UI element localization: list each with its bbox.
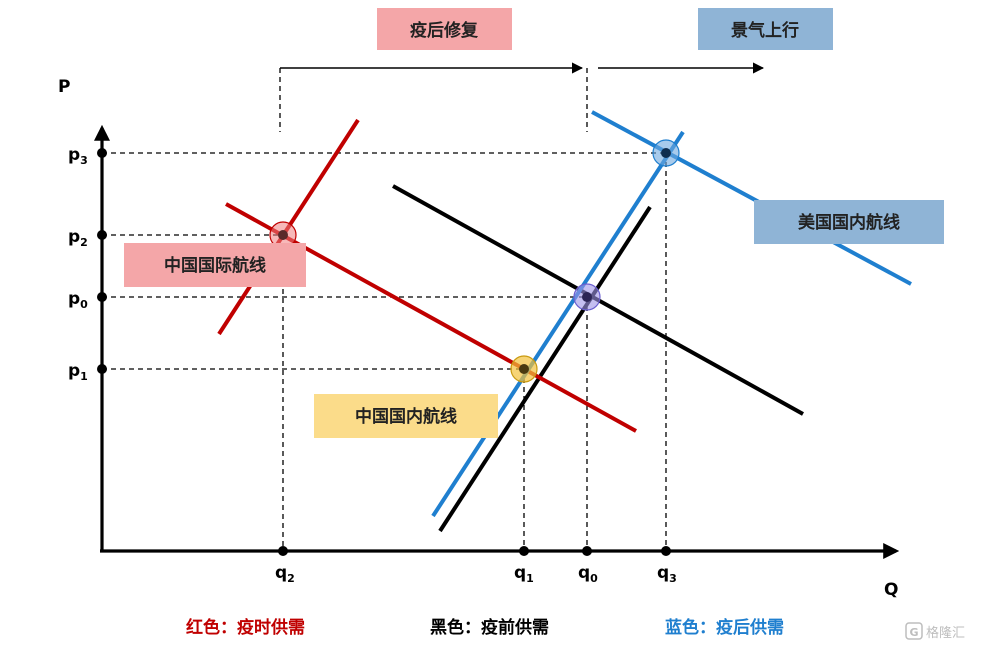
svg-text:G: G [909,626,918,639]
x-axis-label: Q [884,580,898,600]
blue-supply-line [431,130,685,518]
qty-label-q3: q3 [657,563,677,585]
tag-us-route: 美国国内航线 [754,200,944,244]
qty-label-q0: q0 [578,563,598,585]
phase-boom-box [698,8,833,50]
phase-boom-label: 景气上行 [731,20,799,41]
phase-recovery-box [377,8,512,50]
axis-dot-p3 [97,148,107,158]
tag-us-route-label: 美国国内航线 [798,212,900,233]
price-label-p3: p3 [68,145,88,167]
tag-intl-route-box [124,243,306,287]
phase-recovery-label: 疫后修复 [410,20,479,41]
qty-label-q1: q1 [514,563,534,585]
axis-dot-p2 [97,230,107,240]
watermark-text: 格隆汇 [926,625,965,641]
y-axis-label: P [58,77,70,97]
price-label-p1: p1 [68,361,88,383]
legend: 红色：疫时供需 黑色：疫前供需 蓝色：疫后供需 [186,617,784,638]
phase-boom: 景气上行 [698,8,833,50]
tag-us-route-box [754,200,944,244]
price-label-p0: p0 [68,289,88,311]
tag-domestic-route-label: 中国国内航线 [355,406,457,427]
equilibrium-purple-marker [573,283,601,311]
price-label-p2: p2 [68,227,88,249]
legend-black: 黑色：疫前供需 [430,617,549,638]
axis-dot-p0 [97,292,107,302]
watermark-logo-icon: G [905,622,923,640]
axis-dot-q2 [278,546,288,556]
tag-domestic-route: 中国国内航线 [314,394,498,438]
axis-dot-p1 [97,364,107,374]
equilibrium-blue-marker [652,139,680,167]
tag-intl-route: 中国国际航线 [124,243,306,287]
legend-red: 红色：疫时供需 [186,617,305,638]
axis-dot-q0 [582,546,592,556]
tag-domestic-route-box [314,394,498,438]
watermark: G 格隆汇 [905,622,965,641]
black-supply-line [438,205,652,533]
qty-label-q2: q2 [275,563,295,585]
legend-blue: 蓝色：疫后供需 [665,617,784,638]
blue-demand-line [591,110,912,286]
axis-dot-q1 [519,546,529,556]
equilibrium-yellow-marker [510,355,538,383]
tag-intl-route-label: 中国国际航线 [164,255,266,276]
axis-dot-q3 [661,546,671,556]
phase-recovery: 疫后修复 [377,8,512,50]
